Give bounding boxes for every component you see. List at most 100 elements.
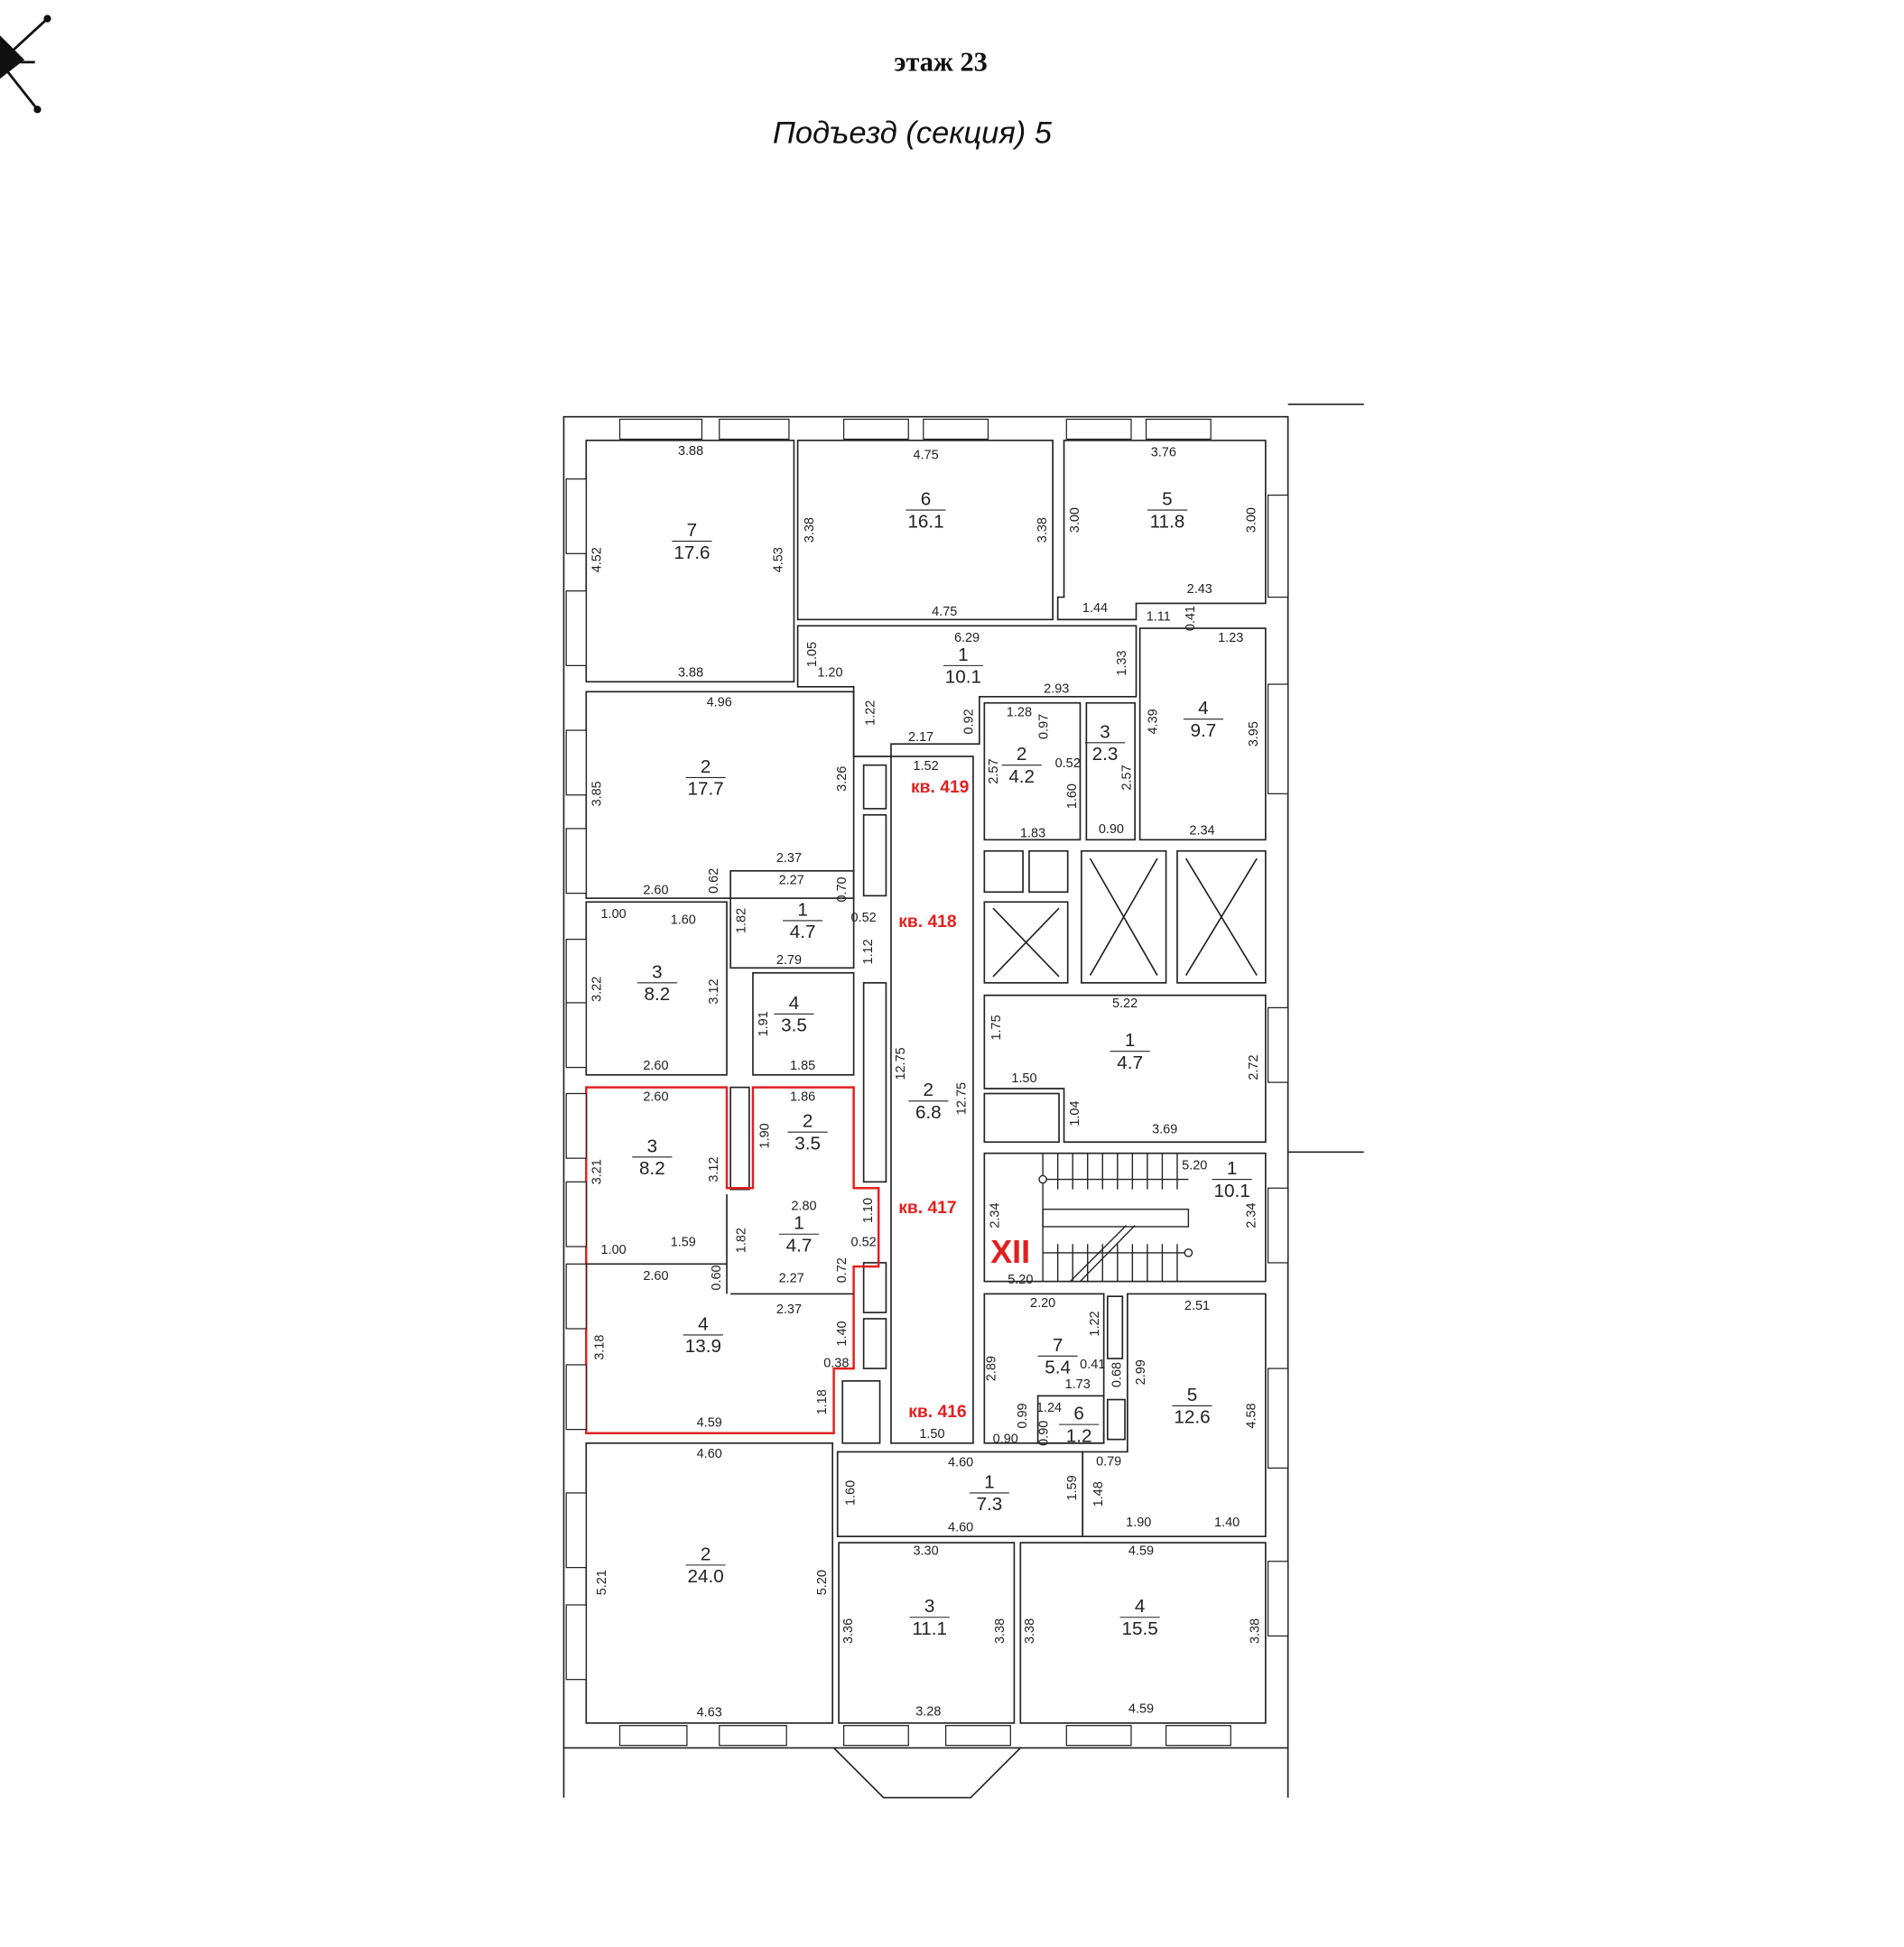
compass-icon — [0, 14, 51, 114]
room-number: 1 — [984, 1471, 995, 1492]
dimension-label: 1.60 — [671, 913, 696, 928]
room-number: 4 — [1198, 698, 1209, 719]
dimension-label: 3.12 — [707, 1156, 721, 1182]
room-area: 4.7 — [790, 922, 816, 942]
dimension-label: 2.80 — [791, 1200, 816, 1214]
room-number: 4 — [1135, 1596, 1146, 1617]
room-label: 23.5 — [787, 1111, 828, 1154]
dimension-label: 3.30 — [913, 1544, 938, 1559]
window — [565, 1364, 587, 1431]
dimension-label: 3.22 — [590, 977, 605, 1002]
dimension-label: 4.75 — [913, 448, 938, 462]
dimension-label: 2.93 — [1044, 681, 1069, 696]
room-label: 75.4 — [1037, 1335, 1078, 1378]
room-label: 512.6 — [1172, 1385, 1212, 1428]
dimension-label: 1.00 — [601, 1243, 627, 1257]
room-number: 2 — [701, 1544, 711, 1564]
room-area: 2.3 — [1092, 744, 1119, 765]
dimension-label: 2.60 — [643, 1089, 668, 1104]
window — [565, 1181, 587, 1247]
room-number: 1 — [1227, 1158, 1238, 1179]
dimension-label: 2.57 — [987, 758, 1001, 783]
window — [565, 1263, 587, 1330]
apartment-label-417[interactable]: кв. 417 — [898, 1199, 956, 1218]
dimension-label: 0.52 — [1055, 756, 1081, 771]
room-area: 8.2 — [644, 984, 670, 1005]
dimension-label: 1.33 — [1115, 651, 1129, 676]
room-number: 3 — [1100, 721, 1110, 742]
room-area: 17.7 — [688, 779, 724, 800]
dimension-label: 1.24 — [1036, 1401, 1062, 1415]
room-number: 2 — [1017, 744, 1027, 765]
room-area: 4.7 — [786, 1236, 813, 1256]
dimension-label: 2.17 — [908, 730, 933, 745]
dimension-label: 0.90 — [1099, 822, 1124, 837]
room-number: 3 — [652, 961, 663, 982]
dimension-label: 0.90 — [1036, 1421, 1051, 1446]
room-area: 4.7 — [1117, 1052, 1143, 1073]
dimension-label: 2.72 — [1247, 1054, 1261, 1080]
room-area: 5.4 — [1045, 1358, 1071, 1378]
dimension-label: 2.20 — [1030, 1296, 1055, 1311]
room-label: 61.2 — [1059, 1404, 1100, 1446]
dimension-label: 1.85 — [790, 1059, 815, 1073]
room-label: 110.1 — [943, 644, 983, 688]
room-number: 4 — [698, 1313, 709, 1334]
dimension-label: 1.00 — [601, 907, 627, 922]
room-number: 1 — [797, 899, 808, 920]
window — [565, 1002, 587, 1069]
room-number: 1 — [1125, 1030, 1135, 1051]
window — [565, 828, 587, 895]
dimension-label: 0.92 — [962, 709, 977, 734]
room-number: 7 — [1053, 1335, 1063, 1356]
dimension-label: 3.38 — [1036, 517, 1050, 542]
dimension-label: 0.41 — [1184, 606, 1198, 631]
apartment-label-419[interactable]: кв. 419 — [911, 778, 969, 797]
room-area: 9.7 — [1191, 720, 1217, 741]
dimension-label: 1.18 — [815, 1389, 830, 1414]
room-area: 16.1 — [907, 511, 943, 532]
room-label: 14.7 — [1110, 1030, 1150, 1073]
dimension-label: 1.28 — [1007, 706, 1032, 720]
apartment-label-416[interactable]: кв. 416 — [908, 1403, 967, 1422]
room-label: 14.7 — [778, 1213, 820, 1256]
apartment-label-418[interactable]: кв. 418 — [898, 913, 957, 932]
dimension-label: 3.69 — [1152, 1122, 1177, 1136]
dimension-label: 2.34 — [989, 1202, 1003, 1228]
room-label: 413.9 — [683, 1313, 723, 1357]
room-label: 49.7 — [1183, 698, 1223, 741]
dimension-label: 3.88 — [678, 665, 703, 680]
dimension-label: 2.27 — [779, 1272, 804, 1286]
dimension-label: 1.82 — [734, 908, 748, 933]
dimension-label: 3.28 — [915, 1704, 941, 1719]
room-label: 224.0 — [685, 1544, 726, 1587]
staircase-icon — [1038, 1153, 1193, 1283]
dimension-label: 6.29 — [954, 631, 980, 645]
entrance-title: Подъезд (секция) 5 — [773, 116, 1053, 151]
dimension-label: 0.52 — [851, 1236, 877, 1250]
dimension-label: 2.27 — [779, 874, 804, 888]
room-label: 38.2 — [636, 961, 677, 1005]
dimension-label: 4.39 — [1147, 709, 1161, 734]
window — [944, 1725, 1011, 1747]
dimension-label: 2.60 — [643, 1059, 668, 1073]
room-area: 7.3 — [976, 1494, 1002, 1515]
dimension-label: 0.90 — [993, 1432, 1018, 1446]
dimension-label: 1.83 — [1020, 826, 1045, 840]
dimension-label: 1.04 — [1068, 1100, 1082, 1126]
room-label: 511.8 — [1147, 489, 1187, 532]
window — [1267, 1006, 1289, 1083]
dimension-label: 2.37 — [776, 1303, 802, 1317]
room-label: 616.1 — [906, 489, 946, 532]
room-number: 6 — [921, 489, 932, 510]
dimension-label: 3.36 — [841, 1618, 856, 1644]
dimension-label: 3.95 — [1247, 721, 1261, 746]
room-number: 1 — [958, 644, 969, 665]
dimension-label: 3.38 — [993, 1618, 1008, 1644]
dimension-label: 12.75 — [894, 1047, 908, 1080]
room-number: 7 — [687, 520, 697, 541]
room-area: 11.8 — [1150, 511, 1185, 532]
dimension-label: 1.10 — [861, 1198, 876, 1223]
window — [565, 1092, 587, 1159]
room-area: 4.2 — [1008, 766, 1035, 787]
